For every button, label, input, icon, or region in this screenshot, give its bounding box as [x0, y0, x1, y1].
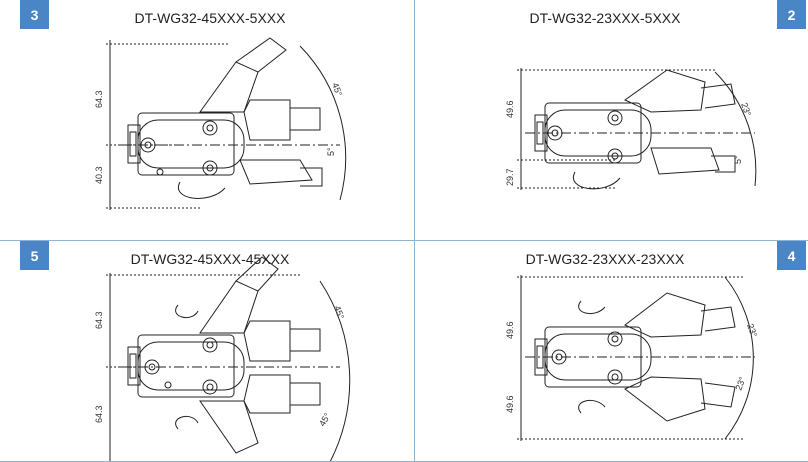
grid-divider-vertical — [414, 0, 415, 462]
panel-title-4: DT-WG32-23XXX-23XXX — [525, 251, 685, 267]
angle-label-3b: 5° — [326, 147, 336, 156]
angle-label-2a: 23° — [739, 101, 753, 118]
badge-3: 3 — [20, 0, 49, 29]
dim-label-4b: 49.6 — [505, 395, 515, 413]
badge-4: 4 — [777, 241, 806, 270]
angle-label-5b: 45° — [317, 411, 333, 428]
dim-label-3b: 40.3 — [94, 166, 104, 184]
gripper-drawing-2: 49.6 29.7 23° 5° — [505, 68, 757, 190]
angle-label-5a: 45° — [332, 304, 346, 321]
gripper-drawing-4: 49.6 49.6 23° 23° — [505, 275, 759, 441]
dim-label-3a: 64.3 — [94, 90, 104, 108]
panel-4: 4 DT-WG32-23XXX-23XXX — [415, 241, 808, 462]
dim-label-5b: 64.3 — [94, 405, 104, 423]
dim-label-5a: 64.3 — [94, 311, 104, 329]
panel-2: 2 DT-WG32-23XXX-5XXX — [415, 0, 808, 240]
panel-5: 5 DT-WG32-45XXX-45XXX — [0, 241, 414, 462]
panel-title-5: DT-WG32-45XXX-45XXX — [130, 251, 290, 267]
grid-divider-horizontal — [0, 240, 808, 241]
panel-title-3: DT-WG32-45XXX-5XXX — [134, 10, 286, 26]
angle-label-4b: 23° — [733, 375, 747, 392]
gripper-drawing-5: 64.3 64.3 45° 45° — [94, 256, 351, 462]
angle-label-3a: 45° — [330, 81, 344, 98]
badge-2: 2 — [777, 0, 806, 29]
panel-title-2: DT-WG32-23XXX-5XXX — [529, 10, 681, 26]
dim-label-2a: 49.6 — [505, 100, 515, 118]
badge-5: 5 — [20, 241, 49, 270]
dim-label-4a: 49.6 — [505, 321, 515, 339]
angle-label-2b: 5° — [733, 155, 743, 164]
gripper-drawing-3: 64.3 40.3 45° 5° — [94, 37, 347, 210]
dim-label-2b: 29.7 — [505, 168, 515, 186]
panel-3: 3 DT-WG32-45XXX-5XXX — [0, 0, 414, 240]
angle-label-4a: 23° — [745, 322, 759, 339]
